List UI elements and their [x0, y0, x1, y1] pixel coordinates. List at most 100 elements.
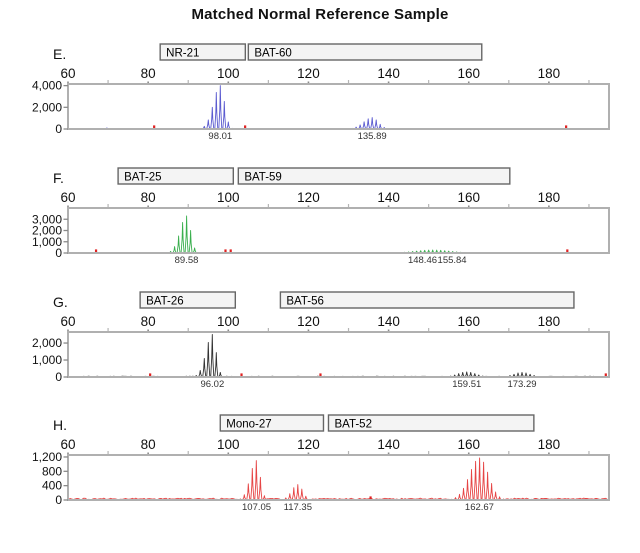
peak-size-label: 117.35 — [284, 502, 312, 513]
red-dot — [224, 249, 227, 252]
x-tick-label: 120 — [297, 437, 320, 452]
x-tick-label: 180 — [538, 66, 561, 81]
panel-g-marker-boxes: BAT-26 BAT-56 — [139, 291, 575, 309]
red-dot — [319, 373, 322, 376]
y-tick-label: 1,000 — [32, 235, 62, 249]
panel-h-letter: H. — [53, 417, 67, 433]
x-tick-label: 160 — [457, 190, 480, 205]
red-dot — [566, 249, 569, 252]
x-tick-label: 140 — [377, 314, 400, 329]
marker-box-nr-21 — [159, 43, 247, 61]
x-tick-label: 80 — [141, 437, 156, 452]
panel-e-peak-labels: 98.01 135.89 — [208, 131, 386, 142]
red-dot — [240, 373, 243, 376]
panel-g-letter: G. — [53, 294, 68, 310]
marker-box-label: BAT-56 — [286, 296, 324, 308]
x-tick-label: 120 — [297, 190, 320, 205]
red-dot — [229, 249, 232, 252]
peak-size-label: 155.84 — [438, 255, 467, 266]
panel-e-letter: E. — [53, 46, 66, 62]
red-dot — [565, 125, 568, 128]
x-tick-label: 80 — [141, 190, 156, 205]
y-tick-label: 800 — [42, 464, 62, 478]
peak-size-label: 96.02 — [200, 379, 224, 390]
x-tick-label: 180 — [538, 314, 561, 329]
panel-e-red-dots — [153, 125, 568, 128]
x-tick-label: 100 — [217, 314, 240, 329]
panel-f-letter: F. — [53, 170, 64, 186]
x-tick-label: 180 — [538, 190, 561, 205]
y-tick-label: 1,000 — [32, 353, 62, 367]
x-tick-label: 60 — [60, 314, 75, 329]
marker-box-label: BAT-60 — [254, 48, 291, 60]
marker-box-bat-25 — [117, 167, 235, 185]
x-tick-label: 80 — [141, 314, 156, 329]
marker-box-bat-52 — [327, 414, 535, 432]
y-tick-label: 3,000 — [32, 212, 62, 226]
panel-f-marker-boxes: BAT-25 BAT-59 — [117, 167, 511, 185]
panel-h-red-dots — [369, 496, 372, 499]
y-tick-label: 2,000 — [32, 224, 62, 238]
panel-g-plot-box — [67, 331, 610, 378]
marker-box-bat-59 — [237, 167, 511, 185]
marker-box-label: BAT-59 — [244, 172, 282, 184]
panel-f-plot-box — [67, 207, 610, 254]
red-dot — [94, 249, 98, 252]
y-tick-label: 1,200 — [32, 450, 62, 464]
marker-box-label: BAT-25 — [124, 172, 162, 184]
peak-size-label: 98.01 — [208, 131, 232, 142]
y-tick-label: 2,000 — [32, 100, 62, 114]
panel-e-plot-box — [67, 83, 610, 130]
panel-f-red-dots — [94, 249, 569, 252]
panel-h-x-axis: 60 80 100 120 140 160 180 — [60, 437, 590, 456]
marker-box-bat-60 — [247, 43, 483, 61]
marker-box-bat-56 — [279, 291, 575, 309]
x-tick-label: 120 — [297, 314, 320, 329]
marker-box-bat-26 — [139, 291, 237, 309]
x-tick-label: 100 — [217, 66, 240, 81]
marker-box-mono-27 — [219, 414, 325, 432]
panel-g-x-axis: 60 80 100 120 140 160 180 — [60, 314, 590, 333]
y-tick-label: 0 — [55, 122, 62, 136]
x-tick-label: 100 — [217, 437, 240, 452]
x-tick-label: 60 — [60, 437, 75, 452]
y-tick-label: 400 — [42, 479, 62, 493]
peak-size-label: 162.67 — [465, 502, 494, 513]
red-dot — [153, 125, 156, 128]
marker-box-label: BAT-26 — [146, 296, 184, 308]
red-dot — [149, 373, 152, 376]
x-tick-label: 160 — [457, 314, 480, 329]
peak-size-label: 89.58 — [175, 255, 199, 266]
marker-box-label: BAT-52 — [334, 419, 372, 431]
figure-title: Matched Normal Reference Sample — [191, 6, 449, 23]
panel-h-plot-box — [67, 454, 610, 501]
peak-size-label: 159.51 — [452, 379, 481, 390]
x-tick-label: 100 — [217, 190, 240, 205]
red-dot — [369, 496, 372, 499]
peak-size-label: 135.89 — [358, 131, 387, 142]
x-tick-label: 60 — [60, 66, 75, 81]
marker-box-label: NR-21 — [166, 48, 199, 60]
x-tick-label: 120 — [297, 66, 320, 81]
panel-h-marker-boxes: Mono-27 BAT-52 — [219, 414, 535, 432]
panel-h-trace — [69, 457, 608, 499]
x-tick-label: 160 — [457, 66, 480, 81]
x-tick-label: 160 — [457, 437, 480, 452]
marker-box-label: Mono-27 — [226, 419, 271, 431]
x-tick-label: 180 — [538, 437, 561, 452]
panel-g-red-dots — [149, 373, 607, 376]
y-tick-label: 0 — [55, 370, 62, 384]
y-tick-label: 0 — [55, 246, 62, 260]
x-tick-label: 140 — [377, 437, 400, 452]
